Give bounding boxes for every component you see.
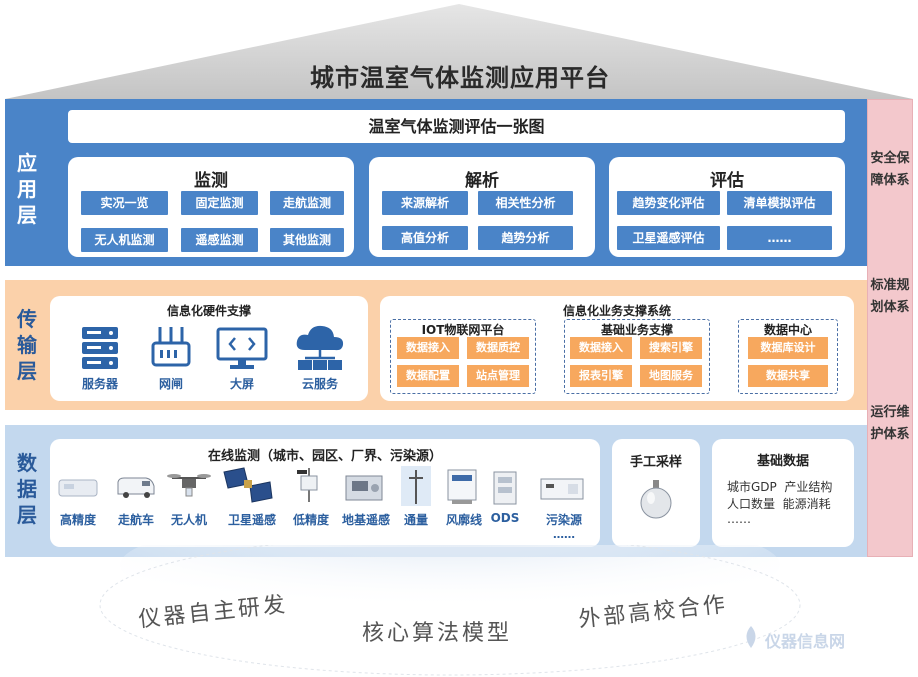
online-monitor-title: 在线监测（城市、园区、厂界、污染源）: [207, 449, 442, 464]
manual-sampling-title: 手工采样: [629, 455, 682, 470]
device-label-satellite: 卫星遥感: [227, 513, 276, 527]
flux-tower-icon: [401, 466, 431, 506]
low-cost-sensor-icon: [297, 468, 318, 502]
iot-item-config[interactable]: 数据配置: [397, 365, 459, 387]
watermark-logo-icon: [746, 626, 756, 648]
analysis-group-title: 解析: [465, 171, 499, 191]
hardware-gateway-label: 网闸: [158, 377, 183, 391]
app-item-inventory-assess[interactable]: 清单模拟评估: [727, 191, 832, 215]
pillar-algorithm: 核心算法模型: [362, 621, 513, 646]
dc-item-share[interactable]: 数据共享: [748, 365, 828, 387]
app-item-other-monitor[interactable]: 其他监测: [270, 228, 344, 252]
satellite-icon: [223, 467, 273, 503]
basic-business-box: [564, 319, 710, 394]
foundation-ellipse: [99, 545, 801, 676]
hardware-title: 信息化硬件支撑: [166, 304, 251, 318]
mobile-vehicle-icon: [117, 477, 155, 498]
iot-platform-box: [390, 319, 536, 394]
hardware-screen-label: 大屏: [229, 377, 254, 391]
iot-item-station[interactable]: 站点管理: [467, 365, 529, 387]
cloud-icon: [296, 325, 344, 370]
iot-platform-title: IOT物联网平台: [421, 323, 505, 337]
biz-item-search[interactable]: 搜索引擎: [640, 337, 702, 359]
app-item-source-analysis[interactable]: 来源解析: [382, 191, 468, 215]
basic-data-line-2: 人口数量 能源消耗: [727, 497, 831, 511]
biz-item-data-access[interactable]: 数据接入: [570, 337, 632, 359]
maintenance-system-label: 运行维护体系: [870, 405, 910, 442]
app-item-fixed-monitor[interactable]: 固定监测: [181, 191, 258, 215]
app-item-satellite-assess[interactable]: 卫星遥感评估: [617, 226, 720, 250]
standard-system-label: 标准规划体系: [870, 278, 910, 315]
biz-item-map[interactable]: 地图服务: [640, 365, 702, 387]
device-label-ods: ODS: [490, 511, 520, 525]
device-label-ground-remote: 地基遥感: [341, 513, 390, 527]
data-layer-label: 数据层: [17, 451, 37, 527]
biz-item-report[interactable]: 报表引擎: [570, 365, 632, 387]
device-label-drone: 无人机: [170, 513, 207, 527]
pollution-source-device-icon: [540, 478, 584, 500]
hardware-cloud-label: 云服务: [301, 377, 338, 391]
basic-business-title: 基础业务支撑: [600, 323, 673, 337]
drone-icon: [167, 474, 211, 497]
business-title: 信息化业务支撑系统: [562, 304, 671, 318]
basic-data-box: [712, 439, 854, 547]
app-item-mobile-monitor[interactable]: 走航监测: [270, 191, 344, 215]
app-item-remote-monitor[interactable]: 遥感监测: [181, 228, 258, 252]
dc-item-db-design[interactable]: 数据库设计: [748, 337, 828, 359]
transport-layer-label: 传输层: [17, 307, 37, 383]
gateway-icon: [151, 327, 191, 367]
watermark: 仪器信息网: [765, 632, 846, 651]
iot-item-data-access[interactable]: 数据接入: [397, 337, 459, 359]
server-icon: [82, 327, 118, 369]
wind-profiler-icon: [447, 469, 477, 504]
roof: [5, 4, 913, 99]
device-label-wind-profiler: 风廓线: [445, 513, 482, 527]
right-systems-bar: [867, 99, 913, 557]
basic-data-title: 基础数据: [756, 454, 809, 469]
security-system-label: 安全保障体系: [870, 151, 910, 188]
platform-title: 城市温室气体监测应用平台: [310, 64, 610, 92]
ods-device-icon: [493, 471, 517, 505]
screen-icon: [216, 327, 268, 369]
device-label-high-precision: 高精度: [59, 513, 96, 527]
ground-remote-icon: [345, 475, 383, 501]
device-label-mobile-vehicle: 走航车: [117, 513, 154, 527]
basic-data-more: ……: [727, 512, 751, 526]
hardware-server-label: 服务器: [81, 377, 118, 391]
assessment-group-title: 评估: [710, 171, 744, 191]
app-item-more[interactable]: ……: [727, 226, 832, 250]
app-item-overview[interactable]: 实况一览: [81, 191, 168, 215]
monitor-group-title: 监测: [194, 171, 228, 191]
basic-data-line-1: 城市GDP 产业结构: [727, 480, 833, 494]
app-item-high-value[interactable]: 高值分析: [382, 226, 468, 250]
data-center-title: 数据中心: [763, 323, 812, 337]
sampling-canister-icon: [640, 480, 672, 519]
device-label-flux: 通量: [403, 513, 428, 527]
high-precision-device-icon: [58, 479, 98, 497]
app-item-trend-assess[interactable]: 趋势变化评估: [617, 191, 720, 215]
app-item-trend-analysis[interactable]: 趋势分析: [478, 226, 573, 250]
device-label-pollution-source: 污染源: [545, 513, 582, 527]
device-label-low-precision: 低精度: [292, 513, 329, 527]
app-layer-label: 应用层: [17, 151, 37, 227]
app-banner: 温室气体监测评估一张图: [68, 110, 845, 143]
app-item-correlation[interactable]: 相关性分析: [478, 191, 573, 215]
devices-more: ……: [553, 528, 575, 541]
data-center-box: [738, 319, 838, 394]
iot-item-quality[interactable]: 数据质控: [467, 337, 529, 359]
app-item-drone-monitor[interactable]: 无人机监测: [81, 228, 168, 252]
